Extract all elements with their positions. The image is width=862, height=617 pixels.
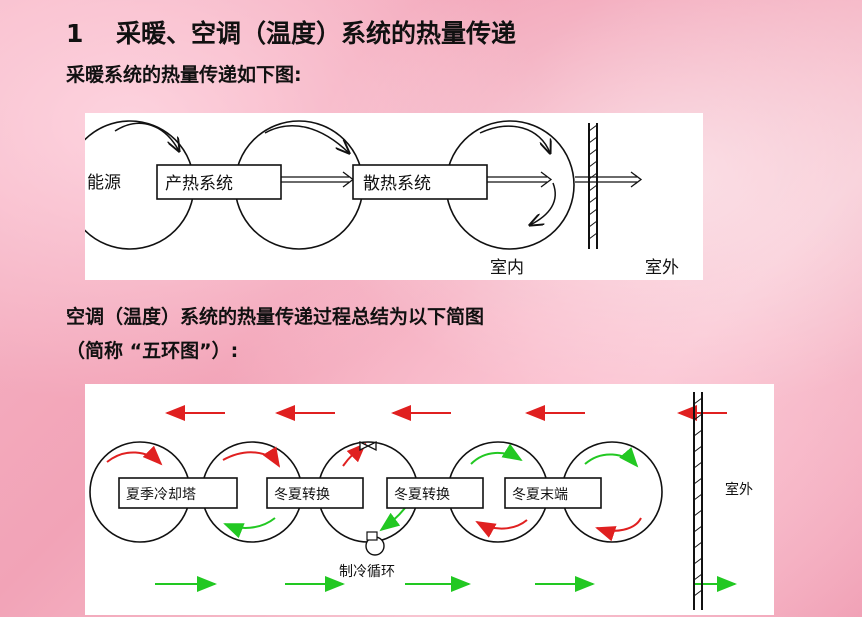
title-text: 采暖、空调（温度）系统的热量传递 [116,19,517,48]
switch-label-1: 冬夏转换 [274,486,330,503]
cooling-tower-box [118,477,238,509]
ac-caption-line2: （简称 “五环图”）: [66,340,239,362]
terminal-label: 冬夏末端 [512,487,568,503]
cooling-tower-label: 夏季冷却塔 [126,487,196,503]
heating-diagram: 能源 产热系统 散热系统 室内 室外 [85,113,703,280]
refrigeration-cycle-label: 制冷循环 [339,564,395,580]
indoor-label: 室内 [490,258,524,278]
outdoor-label: 室外 [645,258,679,278]
produce-heat-label: 产热系统 [165,174,233,194]
emit-heat-label: 散热系统 [363,174,431,194]
terminal-box [504,477,602,509]
heating-caption: 采暖系统的热量传递如下图: [66,64,302,86]
ac-caption-line1: 空调（温度）系统的热量传递过程总结为以下简图 [66,306,485,328]
switch-box-2 [386,477,484,509]
switch-label-2: 冬夏转换 [394,486,450,503]
ac-outdoor-label: 室外 [725,481,753,498]
ac-five-ring-diagram: 夏季冷却塔 冬夏转换 冬夏转换 冬夏末端 室外 制冷循环 [85,384,774,615]
produce-heat-box [156,164,282,200]
emit-heat-box [352,164,488,200]
title-number: 1 [66,19,84,48]
switch-box-1 [266,477,364,509]
energy-label: 能源 [87,173,121,193]
page-title: 1 采暖、空调（温度）系统的热量传递 [66,14,516,50]
